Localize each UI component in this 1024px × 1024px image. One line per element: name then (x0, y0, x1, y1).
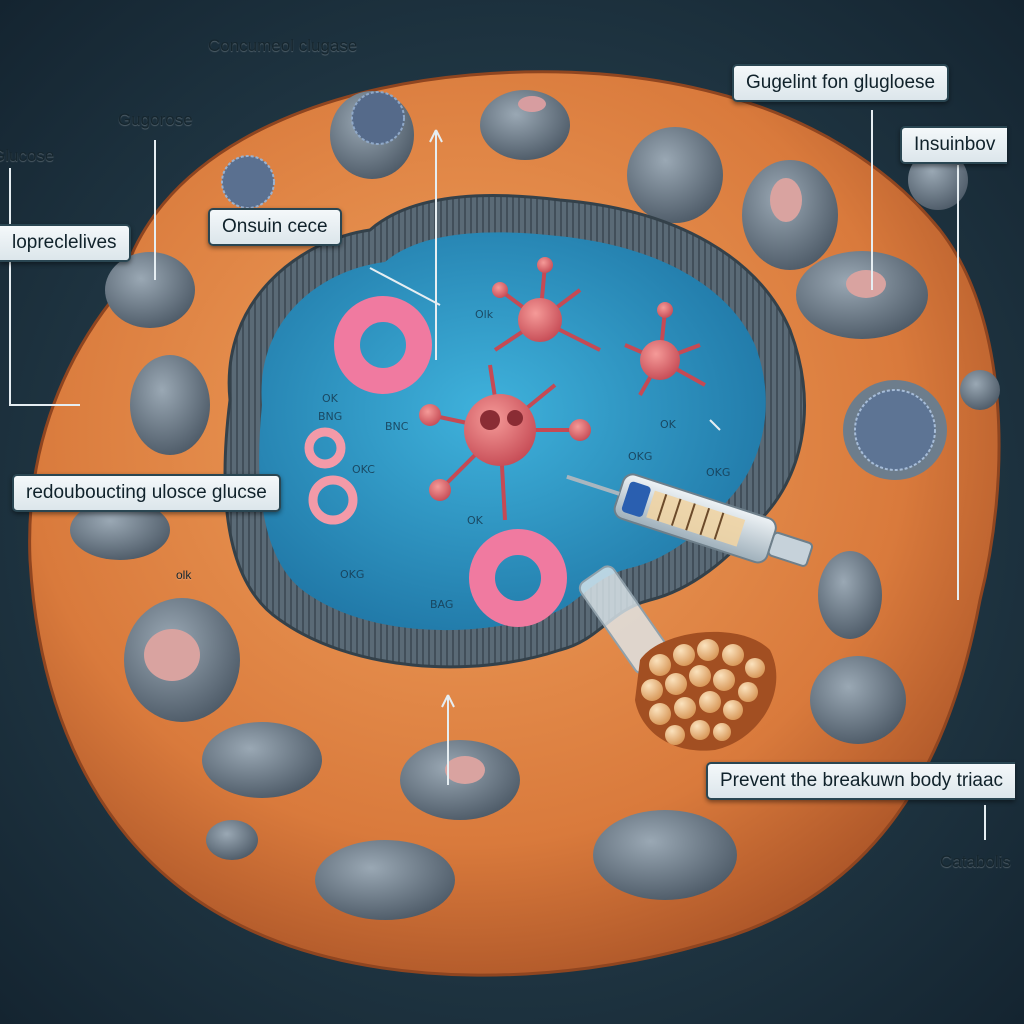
label-left-lower-small: olk (176, 568, 192, 582)
micro-label: BNC (385, 420, 409, 433)
label-top-center: Concumeol clugase (208, 36, 358, 55)
callout-left-lower: redouboucting ulosce glucse (12, 474, 281, 512)
insulin-protein-heads (419, 257, 680, 501)
callout-right-edge: Insuinbov (900, 126, 1008, 164)
micro-label: OKG (628, 450, 653, 463)
ring-cells (304, 296, 567, 627)
callout-bottom-right: Prevent the breakuwn body triaac (706, 762, 1016, 800)
label-left-edge: Glucose (0, 146, 55, 165)
micro-label: BAG (430, 598, 454, 611)
callout-top-right: Gugelint fon glugloese (732, 64, 950, 102)
syringe (566, 473, 814, 675)
micro-label: BNG (318, 410, 343, 423)
micro-label: OKC (352, 463, 375, 476)
micro-label: OK (322, 392, 338, 405)
micro-label: OK (660, 418, 676, 431)
micro-label: OKG (340, 568, 365, 581)
label-top-left: Gugorose (118, 110, 193, 129)
micro-label: OKG (706, 466, 731, 479)
micro-label: Olk (475, 308, 494, 321)
label-right-lower: Catabolis (940, 852, 1011, 871)
micro-label: OK (467, 514, 483, 527)
fat-granules (635, 631, 777, 751)
callout-left-mid: lopreclelives (0, 224, 131, 262)
callout-center-left: Onsuin cece (208, 208, 342, 246)
